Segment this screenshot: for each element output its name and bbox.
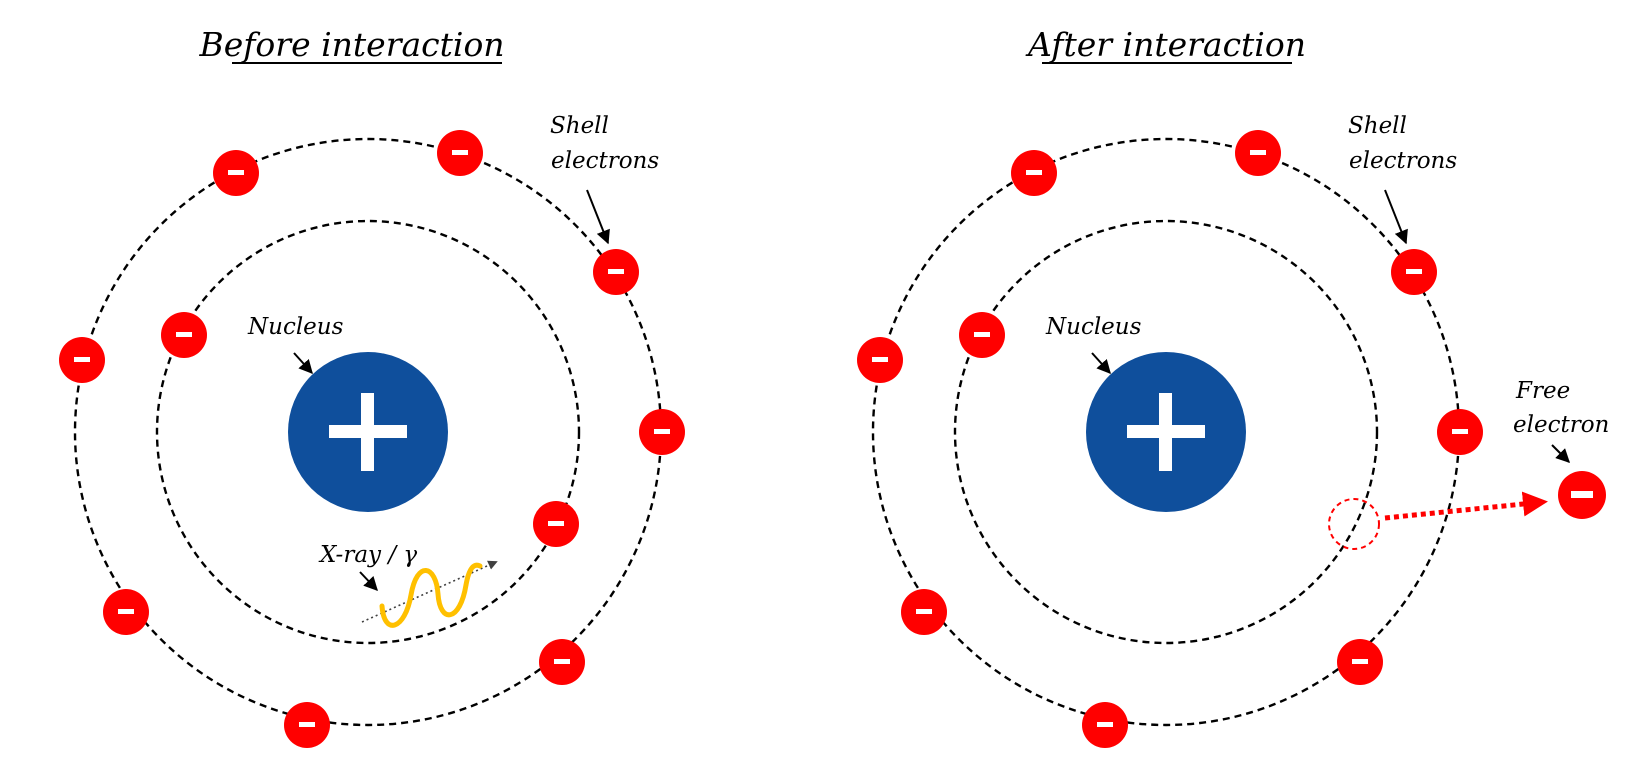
shell-electrons-arrow — [586, 189, 610, 245]
electron — [1437, 409, 1483, 455]
electron — [539, 639, 585, 685]
electron — [959, 312, 1005, 358]
photon-label: X-ray / γ — [318, 542, 417, 568]
nucleus-label: Nucleus — [1045, 314, 1142, 340]
panel-title: Before interaction — [198, 25, 504, 64]
electron — [284, 702, 330, 748]
nucleus — [1086, 352, 1246, 512]
shell-electrons-label: electrons — [551, 148, 659, 174]
electron — [1011, 150, 1057, 196]
nucleus — [288, 352, 448, 512]
electron — [901, 589, 947, 635]
electron — [533, 501, 579, 547]
shell-electrons-label: electrons — [1349, 148, 1457, 174]
shell-electrons-arrow — [1384, 189, 1408, 245]
electron — [639, 409, 685, 455]
electron — [437, 130, 483, 176]
shell-electrons-label: Shell — [1348, 113, 1407, 139]
photon-arrow — [359, 571, 378, 592]
inner-orbit — [155, 219, 581, 645]
panel-title: After interaction — [1025, 25, 1306, 64]
inner-orbit — [953, 219, 1379, 645]
electron — [1082, 702, 1128, 748]
electron — [1391, 249, 1437, 295]
nucleus-label: Nucleus — [247, 314, 344, 340]
free-electron-label: electron — [1513, 412, 1609, 438]
electron — [1337, 639, 1383, 685]
electron — [1235, 130, 1281, 176]
panel-before: Before interaction Shell electrons Nucle… — [59, 25, 685, 748]
electron — [161, 312, 207, 358]
shell-electrons-label: Shell — [550, 113, 609, 139]
electron — [213, 150, 259, 196]
electron-vacancy — [1328, 498, 1380, 550]
electron — [593, 249, 639, 295]
free-electron — [1558, 471, 1606, 519]
ejection-arrow — [1384, 491, 1548, 521]
free-electron-arrow — [1551, 444, 1570, 463]
electron — [59, 337, 105, 383]
electron — [103, 589, 149, 635]
panel-after: After interaction Shell electrons — [857, 25, 1609, 748]
electron — [857, 337, 903, 383]
nucleus-arrow — [293, 352, 313, 375]
free-electron-label: Free — [1515, 378, 1570, 404]
photon-wave-icon — [361, 560, 498, 628]
nucleus-arrow — [1091, 352, 1111, 375]
